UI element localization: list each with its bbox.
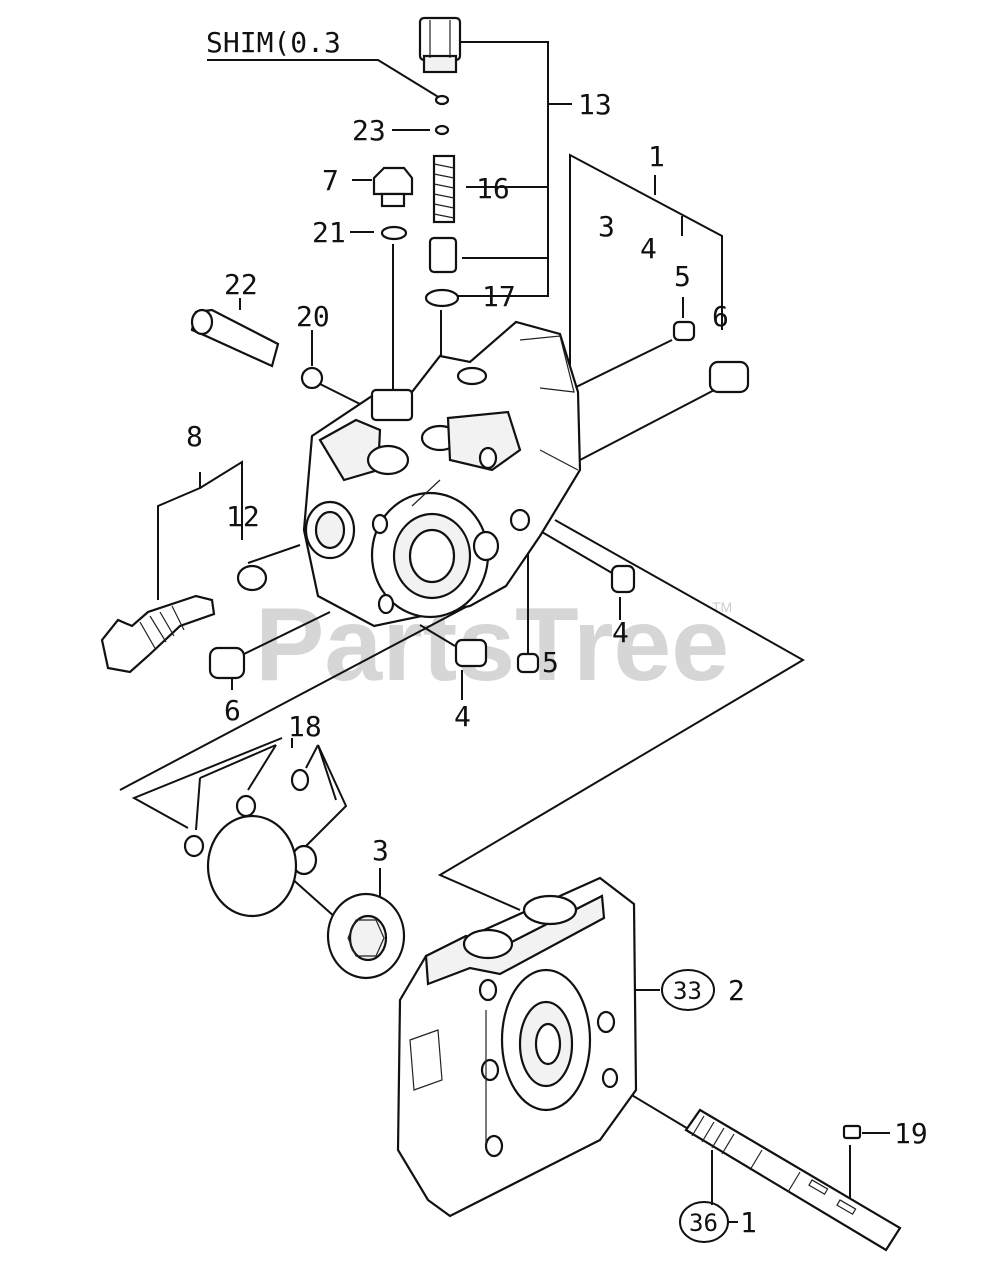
leader-lines <box>119 41 890 1223</box>
oring-set-18-part <box>183 768 318 918</box>
watermark-tm: TM <box>712 599 732 615</box>
oring-21-part <box>380 225 408 241</box>
label-36: 36 <box>689 1209 718 1237</box>
label-1: 1 <box>648 140 665 173</box>
ref-circle-33 <box>661 969 715 1011</box>
oring-20-part <box>300 366 324 390</box>
spring-part <box>432 154 456 224</box>
rotor-3-part <box>326 892 406 980</box>
shim-part <box>434 94 450 106</box>
label-8: 8 <box>186 420 203 453</box>
label-13: 13 <box>578 88 612 121</box>
pin-4-right-part <box>610 564 636 594</box>
valve-body-part <box>302 320 582 628</box>
label-22: 22 <box>224 268 258 301</box>
bolt-22-part <box>190 308 280 368</box>
label-3-top: 3 <box>598 210 615 243</box>
label-20: 20 <box>296 300 330 333</box>
pump-housing-33-part <box>396 876 638 1218</box>
label-7: 7 <box>322 164 339 197</box>
label-4-top: 4 <box>640 232 657 265</box>
label-shim: SHIM(0.3 <box>206 26 341 59</box>
label-5-top: 5 <box>674 260 691 293</box>
label-23: 23 <box>352 114 386 147</box>
key-19-part <box>842 1124 862 1140</box>
label-6-top: 6 <box>712 300 729 333</box>
label-4-right: 4 <box>612 616 629 649</box>
label-5-bottom: 5 <box>542 646 559 679</box>
label-19: 19 <box>894 1117 928 1150</box>
label-33-suffix: 2 <box>728 974 745 1007</box>
label-12: 12 <box>226 500 260 533</box>
cartridge-valve-8-part <box>100 594 216 674</box>
washer-17-part <box>424 288 460 308</box>
label-4-bottom: 4 <box>454 700 471 733</box>
drive-shaft-36-part <box>684 1108 902 1252</box>
pin-5-top-part <box>672 320 696 342</box>
watermark-text: PartsTree <box>255 587 729 703</box>
part-23 <box>434 124 450 136</box>
bush-6-bottom-part <box>208 646 246 680</box>
ref-circle-36 <box>679 1201 729 1243</box>
pin-5-bottom-part <box>516 652 540 674</box>
label-16: 16 <box>476 172 510 205</box>
label-6-bottom: 6 <box>224 694 241 727</box>
relief-valve-cap-part <box>418 16 462 74</box>
plug-7-part <box>372 166 414 208</box>
label-36-suffix: 1 <box>740 1206 757 1239</box>
label-17: 17 <box>482 280 516 313</box>
label-21: 21 <box>312 216 346 249</box>
poppet-part <box>428 236 458 274</box>
label-33: 33 <box>673 977 702 1005</box>
bush-6-top-part <box>708 360 750 394</box>
oring-12-part <box>236 564 268 592</box>
pin-4-bottom-part <box>454 638 488 668</box>
label-3-bottom: 3 <box>372 834 389 867</box>
label-18: 18 <box>288 710 322 743</box>
